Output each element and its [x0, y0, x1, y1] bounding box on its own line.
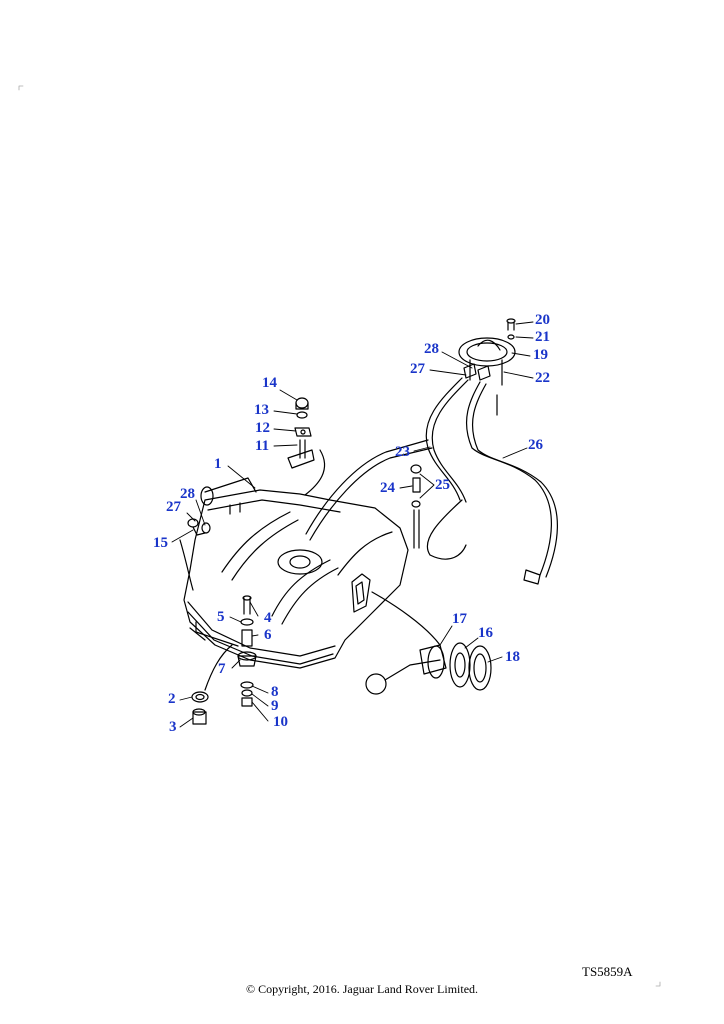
- callout-18: 18: [505, 649, 520, 665]
- callout-28-pump: 28: [424, 341, 439, 357]
- line-connector: [410, 464, 422, 549]
- fuel-tank: [183, 477, 409, 669]
- callout-10: 10: [273, 714, 288, 730]
- callout-23: 23: [395, 444, 410, 460]
- corner-guide: [18, 85, 24, 91]
- drain-plug-assembly: [191, 644, 233, 725]
- callout-17: 17: [452, 611, 467, 627]
- copyright-notice: © Copyright, 2016. Jaguar Land Rover Lim…: [245, 982, 479, 996]
- callout-7: 7: [218, 661, 226, 677]
- bolt-stack: [237, 595, 257, 707]
- callout-9: 9: [271, 698, 279, 714]
- callout-2: 2: [168, 691, 176, 707]
- callout-12: 12: [255, 420, 270, 436]
- callout-4: 4: [264, 610, 272, 626]
- callout-21: 21: [535, 329, 550, 345]
- callout-3: 3: [169, 719, 177, 735]
- callout-11: 11: [255, 438, 270, 454]
- reference-code: TS5859A: [582, 964, 633, 979]
- callout-8: 8: [271, 684, 279, 700]
- callout-27-tank: 27: [166, 499, 181, 515]
- callout-16: 16: [478, 625, 493, 641]
- callout-20: 20: [535, 312, 550, 328]
- callout-26: 26: [528, 437, 543, 453]
- callout-25: 25: [435, 477, 450, 493]
- sender-unit: [365, 591, 492, 695]
- callout-24: 24: [380, 480, 395, 496]
- callout-6: 6: [264, 627, 272, 643]
- callout-13: 13: [254, 402, 269, 418]
- fuel-pump-assembly: [458, 318, 516, 416]
- leader-lines: [171, 321, 534, 728]
- callout-28-tank: 28: [180, 486, 195, 502]
- callout-27-pump: 27: [410, 361, 425, 377]
- breather-fittings-left: [179, 518, 211, 591]
- callout-14: 14: [262, 375, 277, 391]
- corner-guide: [655, 981, 661, 987]
- callout-15: 15: [153, 535, 168, 551]
- callout-1: 1: [214, 456, 222, 472]
- mounting-stud-assembly: [287, 397, 326, 496]
- callout-22: 22: [535, 370, 550, 386]
- fuel-lines: [305, 377, 558, 585]
- callout-19: 19: [533, 347, 548, 363]
- callout-5: 5: [217, 609, 225, 625]
